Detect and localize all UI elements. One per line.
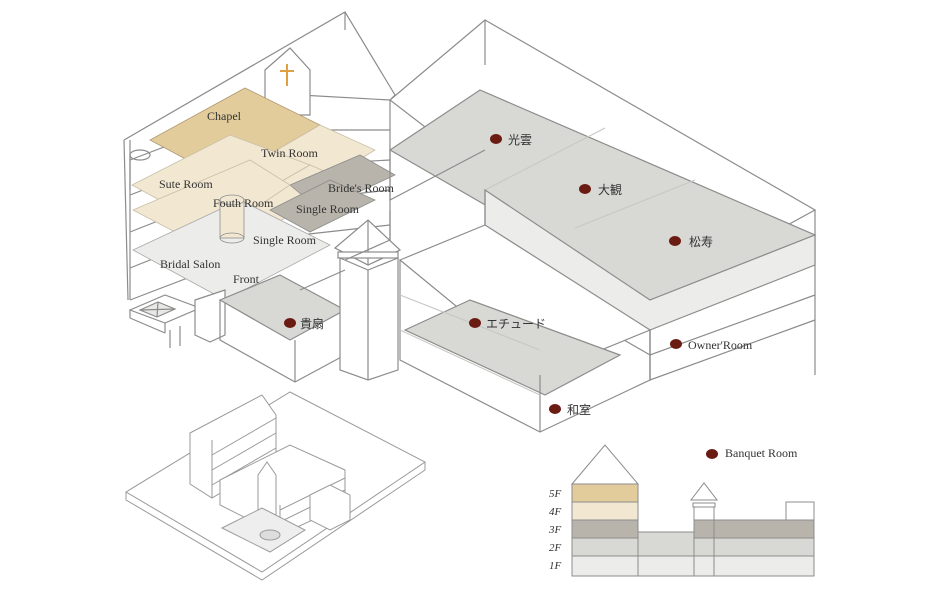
floor-label-2f: 2F bbox=[549, 542, 562, 554]
label-twin-room: Twin Room bbox=[261, 146, 318, 160]
label-single-room-b: Single Room bbox=[253, 233, 317, 247]
label-front: Front bbox=[233, 272, 260, 286]
connector bbox=[299, 210, 391, 291]
label-sute-room: Sute Room bbox=[159, 177, 213, 191]
floor-2f-salon bbox=[132, 199, 331, 301]
label-bridal-salon: Bridal Salon bbox=[160, 257, 220, 271]
marker-legend bbox=[706, 449, 718, 459]
label-brides-room: Bride's Room bbox=[328, 181, 394, 195]
marker-shouju bbox=[669, 236, 681, 246]
marker-owner bbox=[670, 339, 682, 349]
floor-label-5f: 5F bbox=[549, 488, 562, 500]
marker-taikan bbox=[579, 184, 591, 194]
floor-label-3f: 3F bbox=[548, 524, 562, 536]
label-single-room-a: Single Room bbox=[296, 202, 360, 216]
marker-kisen bbox=[284, 318, 296, 328]
floor-label-4f: 4F bbox=[549, 506, 562, 518]
floor-labels: 5F 4F 3F 2F 1F bbox=[548, 488, 562, 572]
fouth-room-cylinder bbox=[219, 194, 245, 244]
room-labels: Chapel Twin Room Sute Room Bride's Room … bbox=[159, 109, 394, 286]
label-owner-room: Owner'Room bbox=[688, 338, 753, 352]
marker-kounn bbox=[490, 134, 502, 144]
label-kounn: 光雲 bbox=[508, 133, 532, 147]
etude-block bbox=[398, 224, 652, 433]
floor-3f-single bbox=[269, 179, 376, 233]
label-kisen: 貴扇 bbox=[300, 316, 324, 331]
marker-washitsu bbox=[549, 404, 561, 414]
entrance-canopy bbox=[128, 289, 226, 348]
label-taikan: 大観 bbox=[598, 183, 622, 197]
label-chapel: Chapel bbox=[207, 109, 242, 123]
label-shouju: 松寿 bbox=[689, 235, 713, 249]
label-etude: エチュード bbox=[486, 317, 546, 331]
label-fouth-room: Fouth Room bbox=[213, 196, 274, 210]
floor-label-1f: 1F bbox=[549, 560, 562, 572]
mini-map bbox=[125, 391, 426, 581]
banquet-labels: 光雲 大観 松寿 貴扇 エチュード Owner'Room 和室 Banquet … bbox=[300, 133, 798, 460]
floor-legend bbox=[570, 444, 815, 577]
banquet-markers bbox=[284, 134, 718, 459]
label-washitsu: 和室 bbox=[567, 402, 591, 417]
marker-etude bbox=[469, 318, 481, 328]
chapel-gable bbox=[264, 47, 311, 116]
central-tower bbox=[333, 219, 402, 381]
legend-banquet-room: Banquet Room bbox=[725, 446, 798, 460]
